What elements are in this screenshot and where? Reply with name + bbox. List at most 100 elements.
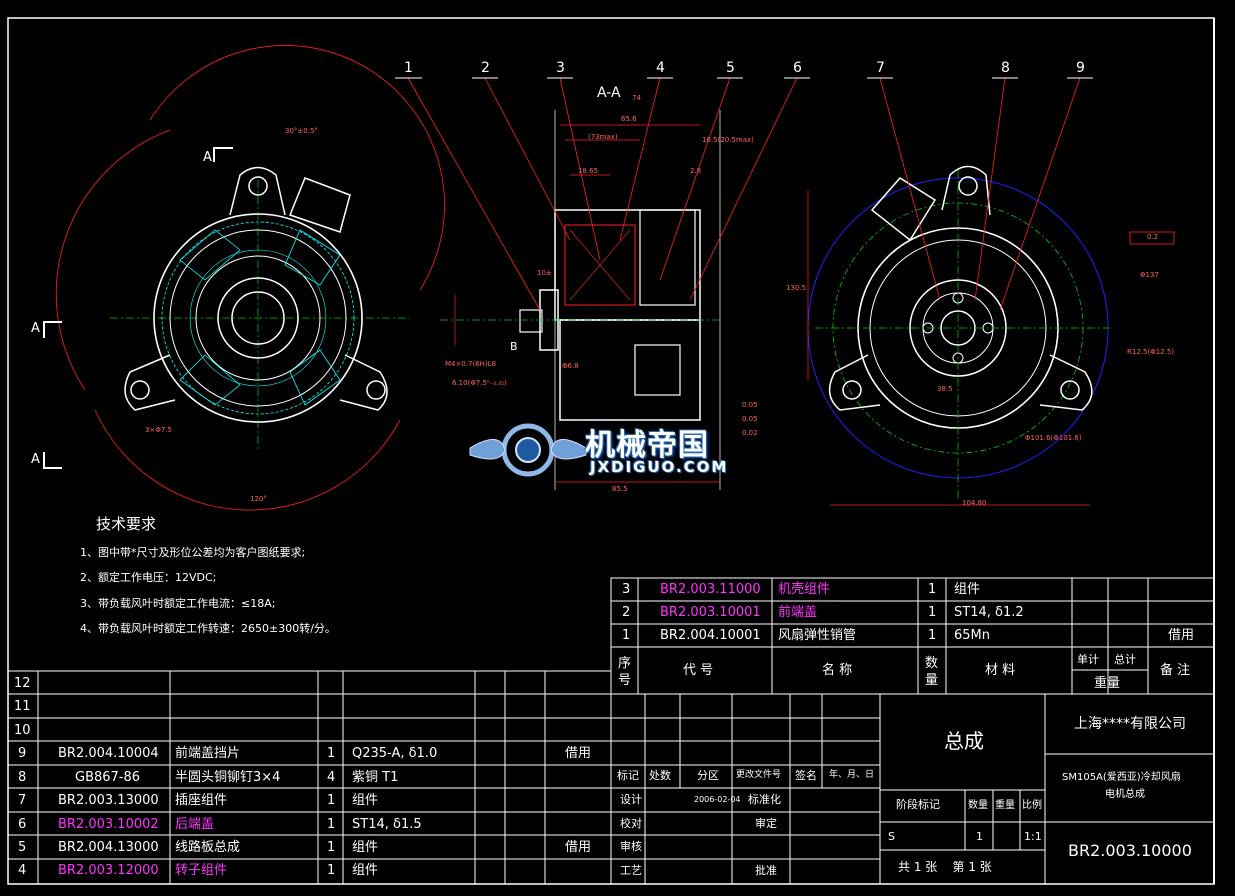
balloon-7: 7 — [876, 60, 885, 76]
table-row-6-name: 后端盖 — [175, 817, 215, 832]
dim-d6: 0.05 — [742, 415, 758, 423]
table-row-7-name: 插座组件 — [175, 793, 228, 808]
drawing-number: BR2.003.10000 — [1068, 841, 1192, 860]
bom-header-material: 材 料 — [985, 663, 1016, 678]
balloon-3: 3 — [556, 60, 565, 76]
table-row-8-code: GB867-86 — [75, 770, 141, 785]
rev-sign-label: 签名 — [795, 769, 817, 782]
dim-bottom-width: 85.5 — [612, 485, 628, 493]
balloon-8: 8 — [1001, 60, 1010, 76]
dim-top-max: (73max) — [588, 133, 618, 141]
dim-right-r: R12.5(Φ12.5) — [1127, 348, 1175, 356]
rev-zone-label: 分区 — [697, 769, 719, 782]
dim-d2: Φ6.8 — [562, 362, 579, 370]
bom-header-qty: 数量 — [925, 656, 939, 688]
table-row-5-name: 线路板总成 — [175, 840, 241, 855]
dim-d1: 10± — [537, 269, 552, 277]
table-row-7-code: BR2.003.13000 — [58, 793, 159, 808]
product-name: SM105A(爱西亚)冷却风扇 — [1062, 772, 1181, 783]
weight-label: 重量 — [995, 800, 1015, 811]
check-label: 校对 — [620, 817, 642, 830]
dim-left-120: 120° — [250, 495, 267, 503]
table-row-6-qty: 1 — [327, 817, 336, 832]
table-row-8-no: 8 — [18, 770, 27, 785]
qty-value: 1 — [976, 830, 983, 843]
review-label: 审定 — [755, 817, 777, 830]
table-row-4-code: BR2.003.12000 — [58, 863, 159, 878]
table-row-9-note: 借用 — [565, 746, 592, 761]
balloon-6: 6 — [793, 60, 802, 76]
stage-mark-label: 阶段标记 — [896, 798, 940, 811]
rev-doc-label: 更改文件号 — [736, 770, 782, 780]
dim-top-right: 16.5(20.5max) — [702, 136, 754, 144]
bom-row-1-qty: 1 — [928, 628, 937, 643]
balloon-5: 5 — [726, 60, 735, 76]
table-row-4-no: 4 — [18, 863, 27, 878]
watermark-url: JXDIGUO.COM — [590, 458, 729, 476]
approve-label: 批准 — [755, 864, 777, 877]
bom-row-2-no: 2 — [622, 605, 631, 620]
assembly-title: 总成 — [944, 729, 984, 753]
tech-req-title: 技术要求 — [96, 515, 157, 533]
table-row-6-mat: ST14, δ1.5 — [352, 817, 422, 832]
sheet-count: 共 1 张 第 1 张 — [898, 860, 992, 874]
table-row-8-name: 半圆头铜铆钉3×4 — [175, 770, 281, 785]
bom-header-unit: 单计 — [1077, 653, 1099, 666]
table-row-8-mat: 紫铜 T1 — [352, 770, 399, 785]
right-view — [807, 165, 1175, 506]
table-row-5-note: 借用 — [565, 840, 592, 855]
table-row-4-mat: 组件 — [352, 863, 379, 878]
bom-header-name: 名 称 — [822, 663, 853, 678]
table-row-9-mat: Q235-A, δ1.0 — [352, 746, 438, 761]
table-row-9-no: 9 — [18, 746, 27, 761]
balloon-9: 9 — [1076, 60, 1085, 76]
table-row-5-qty: 1 — [327, 840, 336, 855]
stage-value: S — [888, 830, 895, 843]
bom-header-note: 备 注 — [1160, 663, 1191, 678]
table-row-4-name: 转子组件 — [175, 863, 228, 878]
left-view — [43, 45, 445, 511]
table-row-5-code: BR2.004.13000 — [58, 840, 159, 855]
bom-row-1-note: 借用 — [1168, 628, 1195, 643]
view-mark-mid: A — [31, 321, 40, 336]
dim-right-bottom: Φ101.6(Φ101.6) — [1025, 434, 1082, 442]
table-row-5-mat: 组件 — [352, 840, 379, 855]
table-row-7-mat: 组件 — [352, 793, 379, 808]
dim-d5: 0.05 — [742, 401, 758, 409]
bom-header-weight: 重量 — [1094, 676, 1121, 691]
bom-row-3-no: 3 — [622, 582, 631, 597]
dim-right-height: 130.5 — [786, 284, 807, 292]
audit-label: 审核 — [620, 840, 642, 853]
section-view — [440, 110, 721, 490]
bom-row-1-name: 风扇弹性销管 — [778, 628, 857, 643]
dim-left-angle: 30°±0.5° — [285, 127, 318, 135]
table-row-7-no: 7 — [18, 793, 27, 808]
table-row-10-no: 10 — [14, 723, 31, 738]
view-mark-top: A — [203, 150, 212, 165]
leader-lines — [407, 77, 1081, 311]
table-row-6-no: 6 — [18, 817, 27, 832]
tech-req-item-3: 3、带负载风叶时额定工作电流：≤18A; — [80, 597, 276, 610]
dim-right-width: 104.80 — [962, 499, 987, 507]
balloon-2: 2 — [481, 60, 490, 76]
table-row-9-qty: 1 — [327, 746, 336, 761]
table-row-11-no: 11 — [14, 699, 31, 714]
table-row-7-qty: 1 — [327, 793, 336, 808]
bom-header-total: 总计 — [1114, 653, 1136, 666]
bom-row-2-qty: 1 — [928, 605, 937, 620]
dim-d7: 0.02 — [742, 429, 758, 437]
watermark-logo — [469, 423, 587, 477]
bom-row-3-code: BR2.003.11000 — [660, 582, 761, 597]
detail-mark: B — [510, 340, 518, 353]
product-name-2: 电机总成 — [1105, 789, 1145, 800]
section-label: A-A — [597, 85, 621, 101]
table-row-5-no: 5 — [18, 840, 27, 855]
bom-header-no: 序号 — [618, 656, 632, 688]
design-label: 设计 — [620, 793, 642, 806]
watermark-title: 机械帝国 — [585, 428, 709, 463]
dim-right-mid: 38.5 — [937, 385, 953, 393]
scale-value: 1:1 — [1024, 830, 1042, 843]
table-row-9-code: BR2.004.10004 — [58, 746, 159, 761]
